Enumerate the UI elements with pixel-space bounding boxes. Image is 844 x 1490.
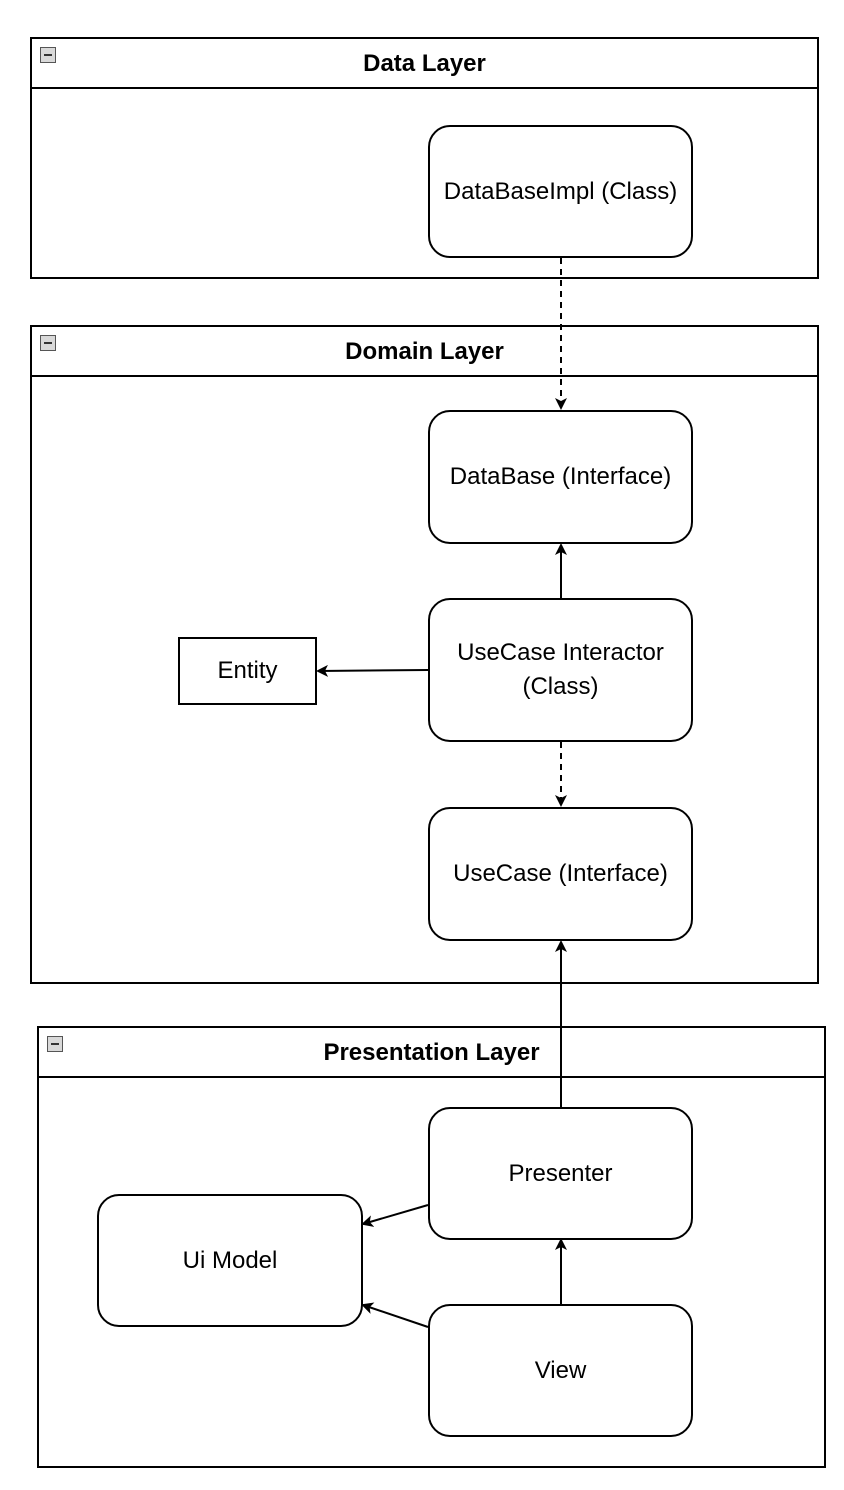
node-database-interface[interactable]: DataBase (Interface): [428, 410, 693, 544]
node-presenter[interactable]: Presenter: [428, 1107, 693, 1240]
presentation-layer-title: Presentation Layer: [323, 1039, 540, 1066]
node-entity[interactable]: Entity: [178, 637, 317, 705]
data-layer-header: Data Layer: [32, 39, 817, 89]
domain-layer-title: Domain Layer: [345, 338, 504, 365]
node-view[interactable]: View: [428, 1304, 693, 1437]
node-database-impl[interactable]: DataBaseImpl (Class): [428, 125, 693, 258]
edge-presenter-to-uimodel: [361, 1204, 429, 1227]
data-layer-title: Data Layer: [363, 50, 486, 77]
node-usecase-interactor[interactable]: UseCase Interactor (Class): [428, 598, 693, 742]
node-ui-model[interactable]: Ui Model: [97, 1194, 363, 1327]
collapse-icon[interactable]: [40, 47, 56, 63]
collapse-icon[interactable]: [40, 335, 56, 351]
edge-view-to-uimodel: [361, 1302, 429, 1328]
edge-interactor-to-entity: [316, 664, 429, 677]
collapse-icon[interactable]: [47, 1036, 63, 1052]
node-usecase-interface[interactable]: UseCase (Interface): [428, 807, 693, 941]
domain-layer-header: Domain Layer: [32, 327, 817, 377]
presentation-layer-header: Presentation Layer: [39, 1028, 824, 1078]
